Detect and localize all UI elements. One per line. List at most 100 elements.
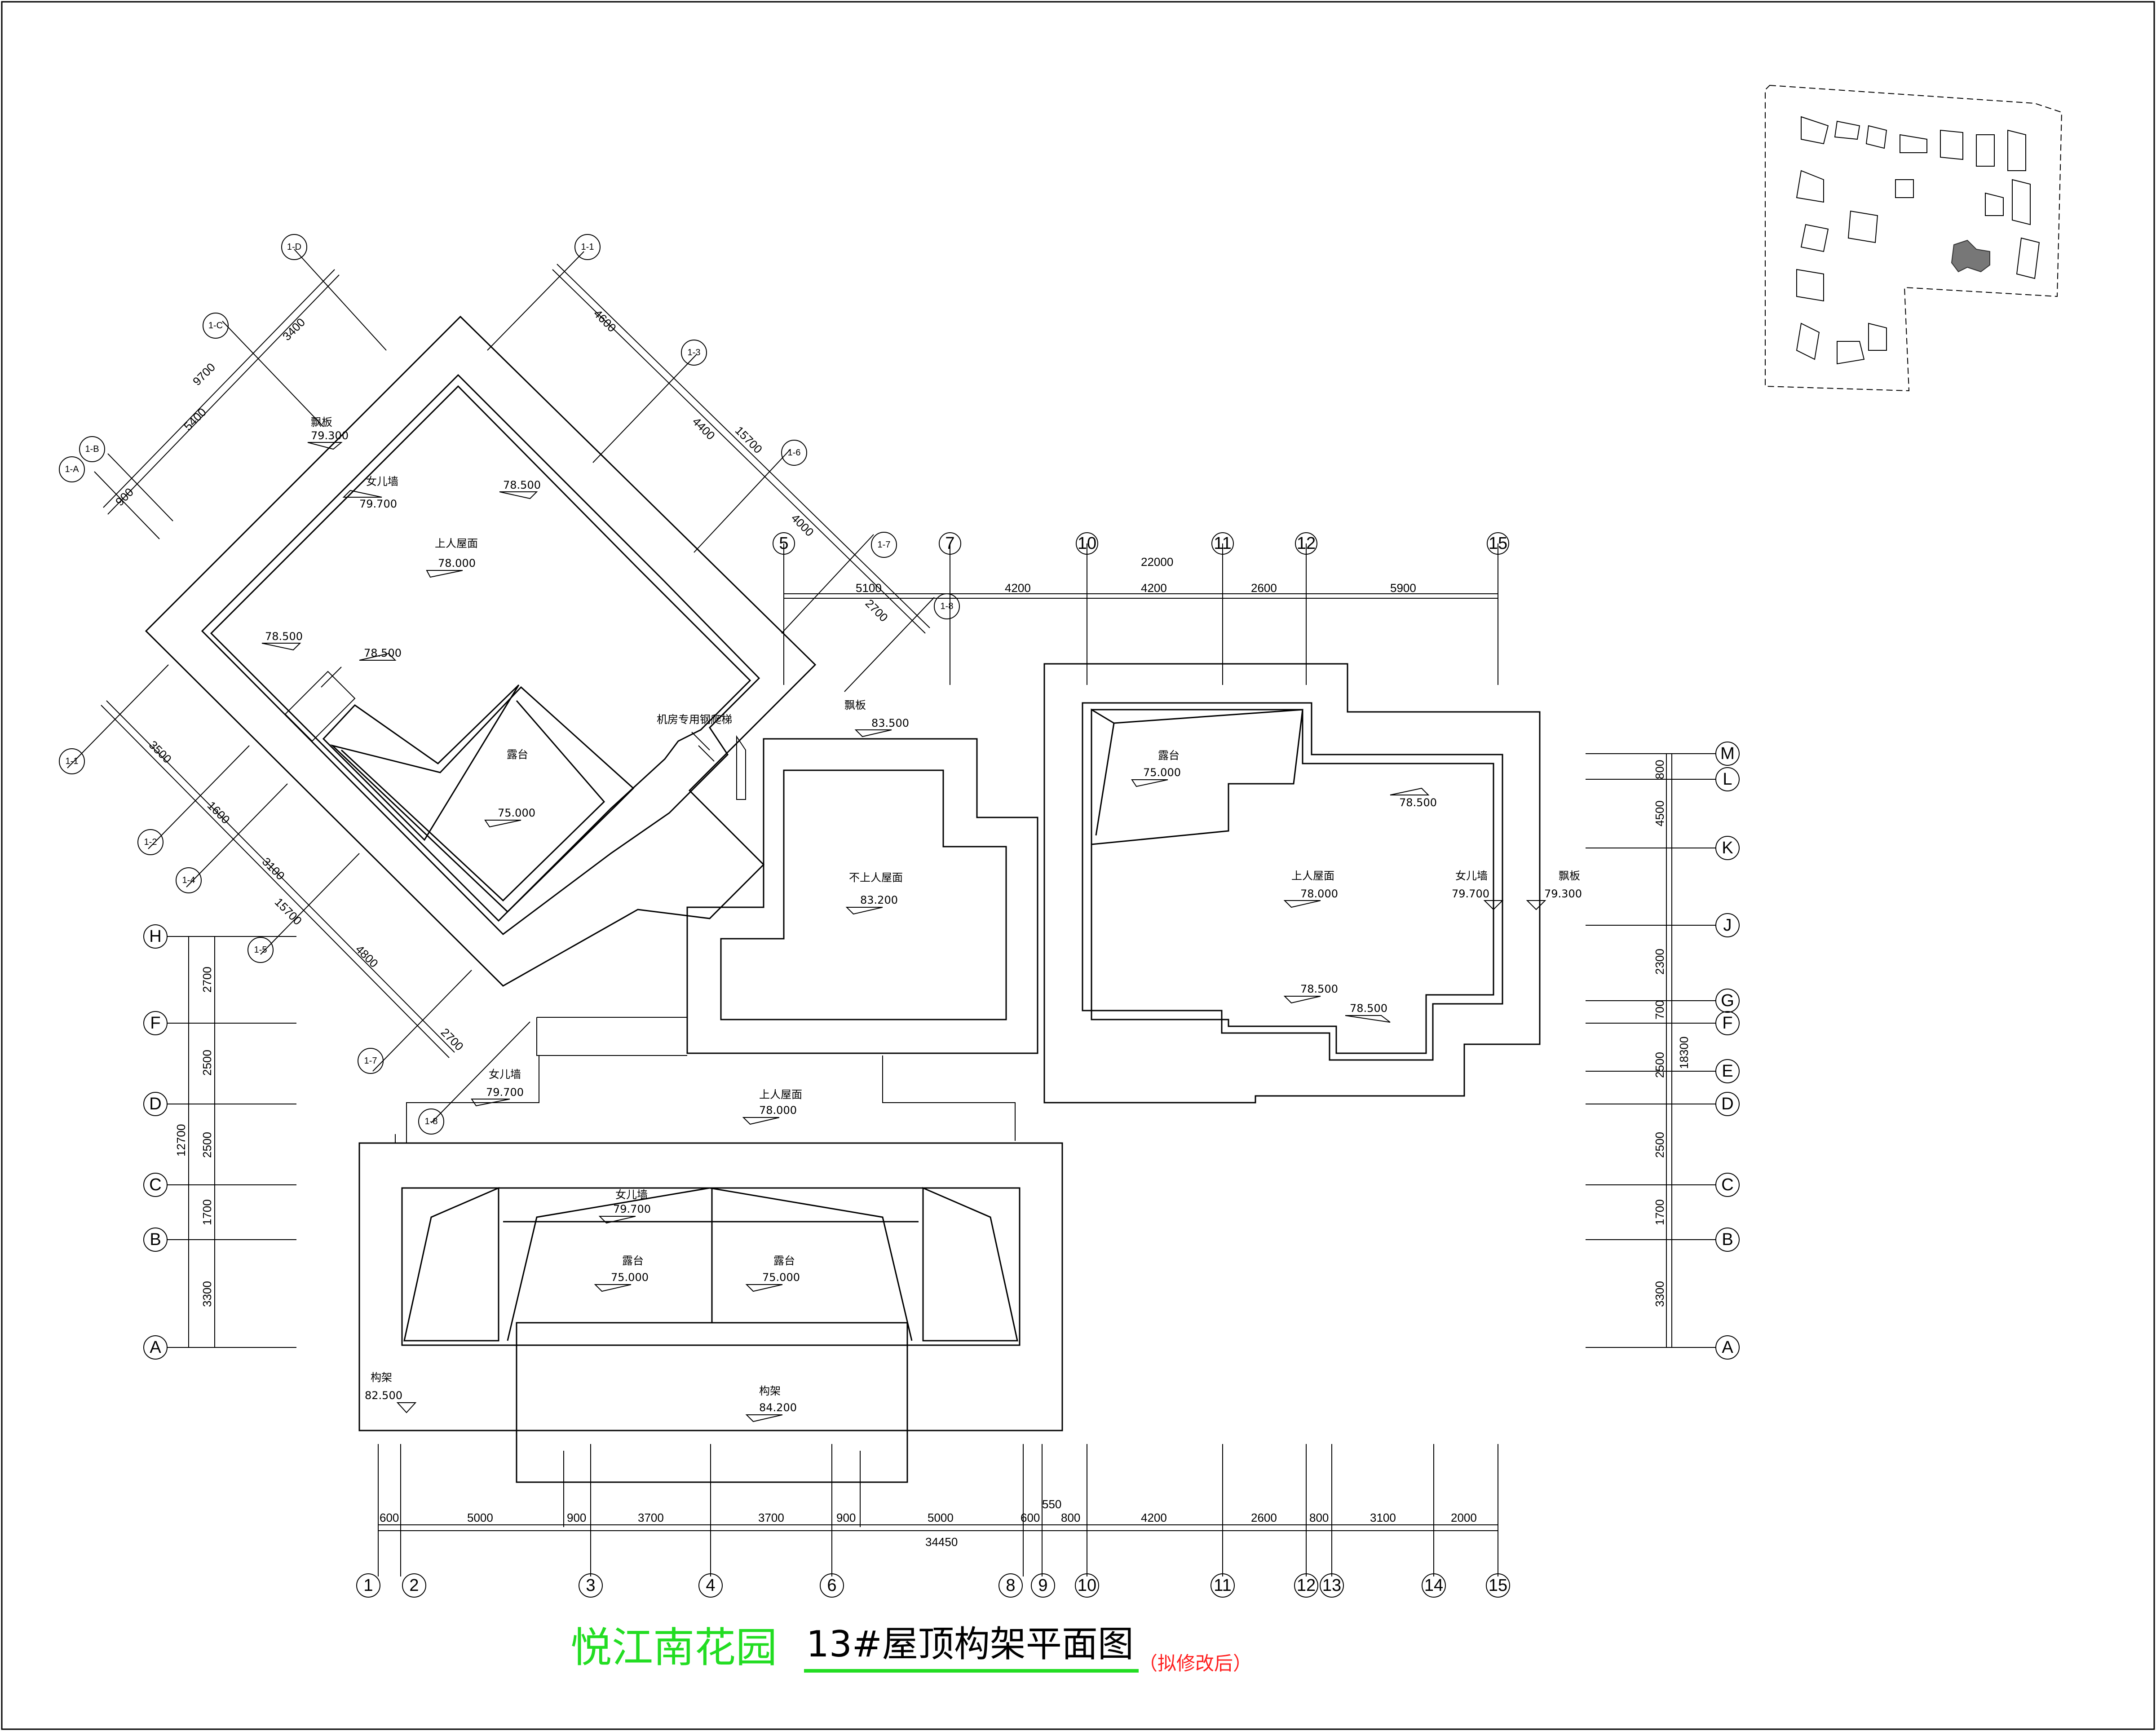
grid-bubble-L: L: [1723, 770, 1732, 789]
annot-value-9: 83.200: [860, 894, 898, 906]
annot-value-11: 78.500: [1399, 796, 1437, 809]
grid-bubble-E: E: [1722, 1062, 1733, 1081]
annot-value-14: 79.300: [1544, 888, 1582, 900]
grid-bubble-B-right: B: [1722, 1230, 1733, 1249]
annot-label-23: 构架: [759, 1385, 781, 1397]
annot-label-18: 上人屋面: [759, 1088, 802, 1101]
annot-label-12: 上人屋面: [1291, 870, 1334, 882]
grid-bubble-1-2: 1-2: [144, 837, 157, 847]
annot-label-3: 上人屋面: [435, 537, 478, 550]
grid-bubble-11: 11: [1214, 534, 1231, 553]
grid-bubble-M: M: [1720, 744, 1735, 763]
dim-left-5: 3300: [200, 1281, 214, 1307]
grid-bubble-A-right: A: [1722, 1338, 1733, 1357]
grid-bubble-1: 1: [363, 1576, 373, 1595]
grid-bubble-1-1-lower: 1-1: [66, 756, 79, 766]
grid-bubble-D: D: [149, 1095, 161, 1113]
grid-bubble-10: 10: [1078, 534, 1096, 553]
annot-label-13: 女儿墙: [1455, 870, 1488, 882]
dim-left-total: 12700: [174, 1124, 188, 1157]
dim-diag-right-4: 4000: [789, 511, 817, 539]
dim-bottom-14: 3100: [1370, 1511, 1396, 1524]
grid-right: [1586, 753, 1716, 1348]
dim-left-4: 1700: [200, 1199, 214, 1225]
dims-bottom: 600 5000 900 3700 3700 900 5000 600 550 …: [380, 1497, 1477, 1549]
annot-value-17: 79.700: [486, 1086, 524, 1099]
grid-bubble-1-C: 1-C: [208, 321, 223, 331]
dim-bottom-13: 800: [1309, 1511, 1329, 1524]
title-drawing: 13#屋顶构架平面图: [806, 1623, 1134, 1665]
dim-diag-lower-2: 1600: [205, 799, 233, 826]
grid-bubble-5: 5: [779, 534, 788, 553]
grid-bubble-B: B: [150, 1230, 161, 1249]
annot-value-13: 79.700: [1452, 888, 1489, 900]
dim-bottom-9: 550: [1042, 1497, 1061, 1511]
annot-label-0: 飘板: [311, 416, 332, 428]
grid-diagonal-upper: [94, 249, 935, 692]
grid-bubble-1-D: 1-D: [287, 242, 301, 252]
grid-diagonal-lower: [67, 664, 530, 1123]
annot-value-2: 78.500: [503, 479, 541, 491]
dim-diag-right-2: 4400: [690, 415, 718, 442]
annot-value-6: 75.000: [498, 807, 535, 819]
dim-bottom-5: 3700: [758, 1511, 784, 1524]
dim-diag-left-1: 3400: [280, 315, 308, 343]
annot-label-21: 露台: [773, 1254, 795, 1267]
dim-diag-left-2: 9700: [190, 360, 218, 388]
grid-bubble-1-B: 1-B: [85, 444, 99, 454]
right-wing: [1043, 663, 1541, 1104]
grid-bubble-9: 9: [1038, 1576, 1047, 1595]
dim-bottom-1: 600: [380, 1511, 399, 1524]
grid-bubble-C: C: [149, 1175, 161, 1194]
dim-bottom-total: 34450: [925, 1535, 958, 1549]
annot-value-10: 75.000: [1143, 766, 1181, 779]
grid-bubble-D-right: D: [1721, 1095, 1733, 1113]
grid-bubble-6: 6: [827, 1576, 836, 1595]
grid-bubble-14: 14: [1424, 1576, 1443, 1595]
bubbles-bottom: 1 2 3 4 6 8 9 10 11 12 13 14 15: [356, 1573, 1510, 1598]
dim-right-3: 2300: [1653, 949, 1666, 975]
annot-value-3: 78.000: [438, 557, 476, 570]
annot-value-15: 78.500: [1300, 983, 1338, 995]
annot-label-20: 露台: [622, 1254, 644, 1267]
grid-bubble-C-right: C: [1721, 1175, 1733, 1194]
annot-label-19: 女儿墙: [615, 1188, 648, 1201]
grid-bubble-4: 4: [706, 1576, 715, 1595]
annot-label-22: 构架: [371, 1371, 392, 1384]
dim-diag-lower-6: 2700: [438, 1025, 466, 1053]
annot-label-10: 露台: [1158, 749, 1180, 762]
dim-diag-lower-1: 3500: [146, 738, 174, 766]
grid-bubble-G: G: [1721, 991, 1734, 1010]
grid-bubble-J: J: [1723, 916, 1732, 935]
grid-bubble-15: 15: [1489, 534, 1507, 553]
grid-bubble-10b: 10: [1078, 1576, 1096, 1595]
grid-bubble-F: F: [150, 1014, 160, 1033]
grid-bubble-13: 13: [1322, 1576, 1341, 1595]
bubbles-left: H F D C B A: [143, 924, 168, 1360]
grid-left: [167, 936, 296, 1348]
dim-right-5: 2500: [1653, 1052, 1666, 1078]
bubbles-right: M L K J G F E D C B A: [1715, 742, 1740, 1360]
annot-label-6: 露台: [507, 748, 528, 761]
dim-right-4: 700: [1653, 1000, 1666, 1020]
annot-value-0: 79.300: [311, 429, 349, 442]
grid-bottom: [378, 1444, 1498, 1576]
dim-bottom-8: 600: [1021, 1511, 1040, 1524]
annot-value-1: 79.700: [359, 498, 397, 510]
grid-bubble-12b: 12: [1297, 1576, 1316, 1595]
dim-bottom-7: 5000: [928, 1511, 954, 1524]
bubbles-top: 5 7 10 11 12 15: [773, 532, 1509, 555]
dim-bottom-6: 900: [836, 1511, 856, 1524]
dim-right-2: 4500: [1653, 800, 1666, 826]
grid-bubble-8: 8: [1006, 1576, 1015, 1595]
dim-diag-left-3: 5400: [181, 405, 209, 433]
dims-right: 800 4500 2300 700 2500 2500 1700 3300 18…: [1653, 760, 1691, 1307]
dim-right-8: 3300: [1653, 1281, 1666, 1307]
annot-label-8: 飘板: [844, 699, 866, 711]
annotations: 飘板 79.300 女儿墙 79.700 78.500 上人屋面 78.000 …: [261, 416, 1582, 1422]
dim-top-2: 4200: [1005, 581, 1031, 595]
current-building-marker: [1951, 239, 1990, 273]
annot-label-14: 飘板: [1559, 870, 1580, 882]
